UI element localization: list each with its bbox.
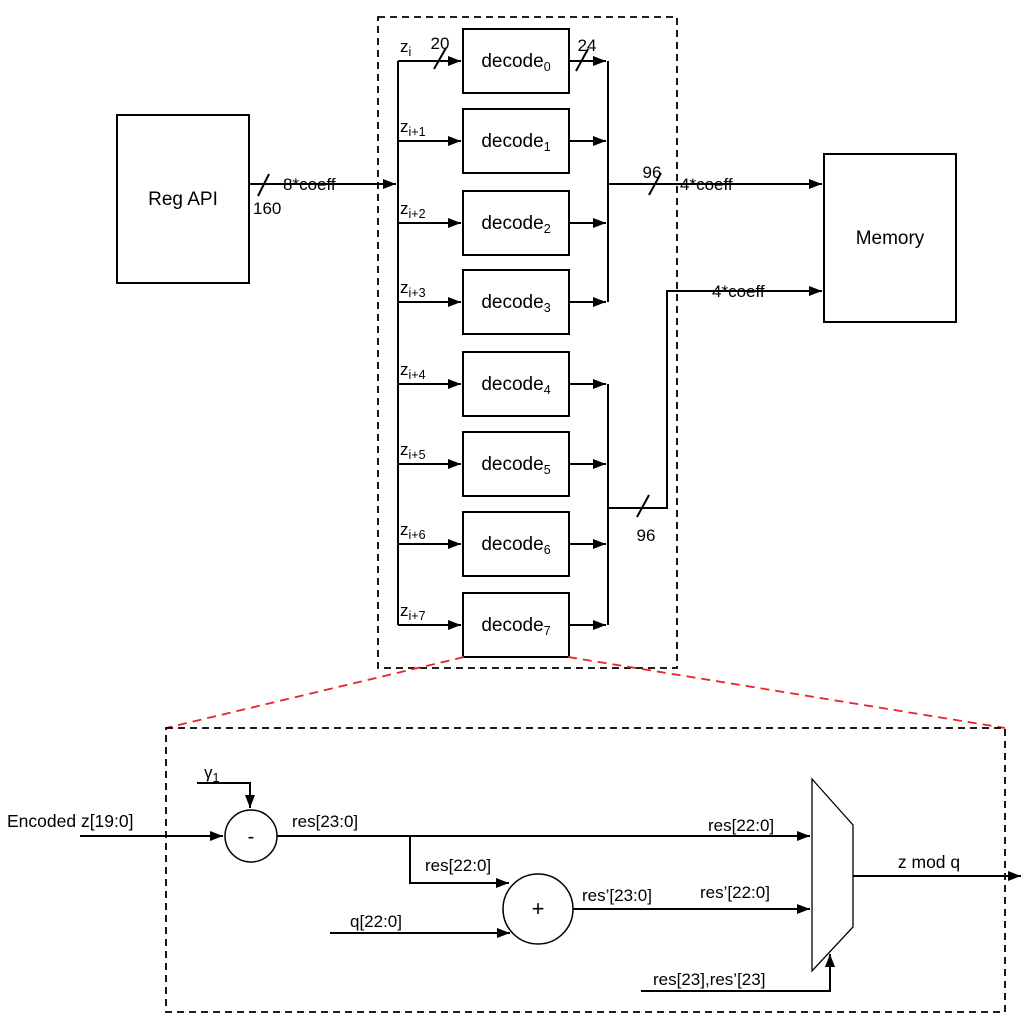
- reg-api-label: Reg API: [148, 189, 218, 210]
- lower-bus-label: 4*coeff: [712, 282, 765, 301]
- decode-block-3: [462, 269, 570, 335]
- decode-input-label-7: zi+7: [400, 601, 426, 623]
- memory-block: [823, 153, 957, 323]
- zoom-callout-line-right: [567, 656, 1006, 729]
- decode-label-3: decode3: [481, 292, 550, 315]
- decode-block-4: [462, 351, 570, 417]
- decode-input-label-0: zi: [400, 37, 411, 59]
- decode-block-1: [462, 108, 570, 174]
- upper-bus-label: 4*coeff: [680, 175, 733, 194]
- decode-label-5: decode5: [481, 454, 550, 477]
- encoded-input-label: Encoded z[19:0]: [7, 811, 133, 831]
- decode-label-6: decode6: [481, 534, 550, 557]
- upper-bus-slash: [648, 172, 662, 196]
- res-branch-label: res[22:0]: [425, 856, 491, 875]
- lower-output-bus: [608, 286, 822, 509]
- lower-bus-width: 96: [637, 526, 656, 545]
- in-width-slash: [433, 47, 447, 70]
- upper-bus-width: 96: [643, 163, 662, 182]
- output-label: z mod q: [898, 852, 960, 872]
- mux: [811, 777, 854, 973]
- adder-operator: +: [532, 896, 545, 921]
- decode-array-dashed-box: [377, 16, 678, 669]
- out-width-label: 24: [578, 36, 597, 55]
- decode-input-label-1: zi+1: [400, 117, 426, 139]
- decode-label-1: decode1: [481, 131, 550, 154]
- lower-bus-slash: [636, 494, 650, 518]
- decode-input-label-6: zi+6: [400, 520, 426, 542]
- reg-api-block: [116, 114, 250, 284]
- decode-input-label-3: zi+3: [400, 278, 426, 300]
- decode-input-label-2: zi+2: [400, 199, 426, 221]
- gamma1-wire: [197, 782, 255, 808]
- decode-label-7: decode7: [481, 615, 550, 638]
- res-mux-label: res[22:0]: [708, 816, 774, 835]
- decode-label-2: decode2: [481, 213, 550, 236]
- zoom-callout-line-left: [165, 656, 465, 729]
- gamma1-label: γ1: [204, 763, 220, 785]
- decode-block-7: [462, 592, 570, 658]
- decode-input-label-5: zi+5: [400, 440, 426, 462]
- decode-block-5: [462, 431, 570, 497]
- in-width-label: 20: [431, 34, 450, 53]
- res-prime-label: res’[23:0]: [582, 886, 652, 905]
- decode-detail-dashed-box: [165, 727, 1006, 1013]
- mux-select-label: res[23],res’[23]: [653, 970, 765, 989]
- res-label: res[23:0]: [292, 812, 358, 831]
- bus-in-width: 160: [253, 199, 281, 218]
- q-label: q[22:0]: [350, 912, 402, 931]
- bus-in-label: 8*coeff: [283, 175, 336, 194]
- subtractor-operator: -: [248, 826, 255, 848]
- res-branch-wire: [409, 836, 509, 888]
- decode-label-0: decode0: [481, 51, 550, 74]
- res-prime-mux-label: res’[22:0]: [700, 883, 770, 902]
- decode-block-2: [462, 190, 570, 256]
- decode-block-6: [462, 511, 570, 577]
- bus-in-slash: [257, 173, 270, 197]
- decode-input-label-4: zi+4: [400, 360, 426, 382]
- decode-label-4: decode4: [481, 374, 550, 397]
- decode-block-0: [462, 28, 570, 94]
- mux-select-wire: [641, 954, 835, 992]
- memory-label: Memory: [856, 228, 925, 249]
